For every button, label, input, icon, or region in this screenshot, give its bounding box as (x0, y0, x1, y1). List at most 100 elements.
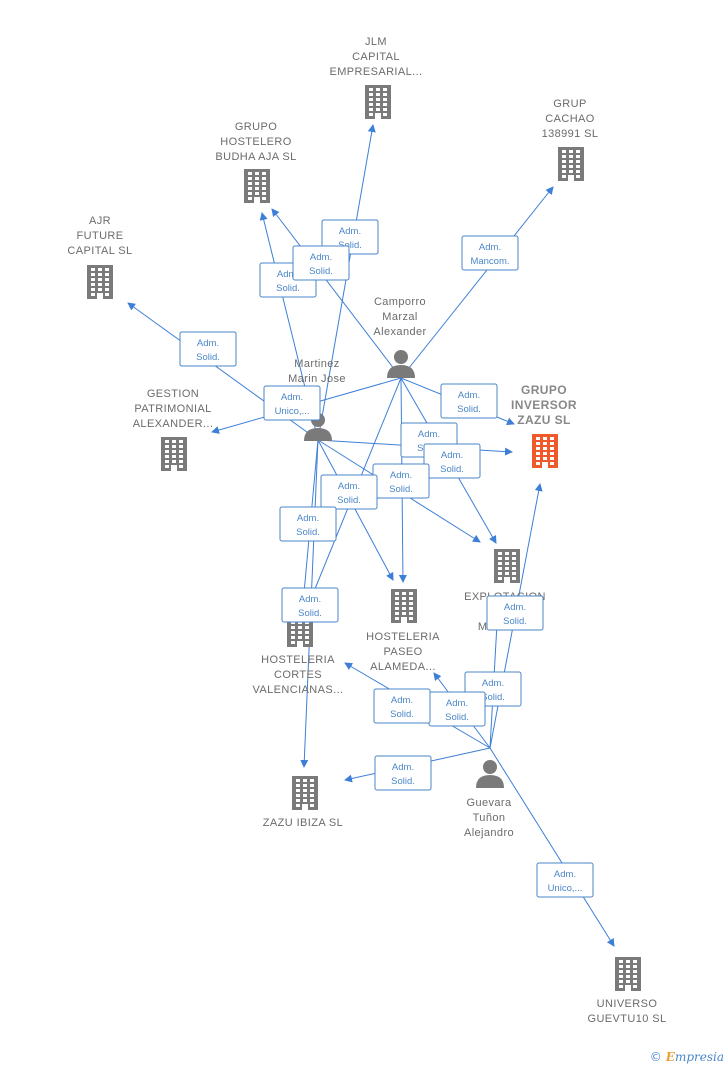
node-cortes[interactable]: HOSTELERIACORTESVALENCIANAS... (253, 613, 344, 696)
role-badge[interactable]: Adm.Solid. (428, 691, 486, 727)
badge-text: Solid. (196, 352, 220, 363)
node-label-line: INVERSOR (511, 398, 577, 412)
role-badge[interactable]: Adm. Solid. (373, 688, 431, 724)
badge-box (263, 385, 321, 421)
node-label-line: PASEO (383, 646, 422, 658)
badge-text: Adm. (299, 594, 321, 605)
node-ajr[interactable]: AJR FUTURE CAPITAL SL (67, 215, 132, 299)
edge-martinez-alameda (317, 439, 394, 581)
badge-box (279, 506, 337, 542)
badge-text: Adm. (391, 695, 413, 706)
badge-text: Adm. (441, 450, 463, 461)
node-ibiza[interactable]: ZAZU IBIZA SL (263, 776, 343, 829)
node-gestion[interactable]: GESTIONPATRIMONIALALEXANDER... (133, 388, 214, 471)
node-label-line: Alejandro (464, 827, 514, 839)
node-alameda[interactable]: HOSTELERIAPASEOALAMEDA... (366, 589, 440, 673)
node-label-line: Tuñon (473, 812, 506, 824)
node-label-line: CORTES (274, 669, 322, 681)
building-icon (615, 957, 641, 991)
node-label-line: GRUPO (521, 383, 567, 397)
node-label-line: HOSTELERO (220, 136, 291, 148)
edge-guevara-guevtu (489, 747, 615, 947)
node-label-line: FUTURE (76, 230, 123, 242)
badge-text: Solid. (337, 495, 361, 506)
role-badge[interactable]: Adm. Solid. (423, 443, 481, 479)
node-jlm[interactable]: JLMCAPITALEMPRESARIAL... (329, 36, 422, 119)
badge-box (536, 862, 594, 898)
badge-text: Solid. (298, 608, 322, 619)
badge-text: Solid. (445, 712, 469, 723)
role-badge[interactable]: Adm. Solid. (279, 506, 337, 542)
node-label-line: Martinez (294, 358, 339, 370)
building-icon (494, 549, 520, 583)
building-icon (391, 589, 417, 623)
node-label-line: GRUP (553, 98, 586, 110)
node-label-line: EMPRESARIAL... (329, 66, 422, 78)
badge-text: Adm. (310, 252, 332, 263)
building-icon (244, 169, 270, 203)
role-badge[interactable]: Adm. Unico,... (263, 385, 321, 421)
badge-box (179, 331, 237, 367)
brand-watermark[interactable]: ©Empresia (650, 1050, 724, 1064)
building-icon (558, 147, 584, 181)
role-badge[interactable]: Adm.Unico,... (536, 862, 594, 898)
badge-box (281, 587, 339, 623)
node-label-line: BUDHA AJA SL (215, 151, 296, 163)
edge-martinez-jlm (317, 124, 376, 441)
node-label-line: AJR (89, 215, 111, 227)
building-icon (292, 776, 318, 810)
badge-text: Adm. (390, 470, 412, 481)
node-label-line: HOSTELERIA (261, 654, 335, 666)
role-badge[interactable]: Adm.Solid. (292, 245, 350, 281)
role-badge[interactable]: Adm.Solid. (440, 383, 498, 419)
node-label-line: GRUPO (235, 121, 277, 133)
badge-text: Adm. (554, 869, 576, 880)
badge-box (374, 755, 432, 791)
badges-layer: Adm. Unico,... Adm.Mancom. Adm. Solid. Adm. So… (179, 219, 594, 898)
node-label-line: GESTION (147, 388, 199, 400)
badge-text: Adm. (458, 390, 480, 401)
edge-camporro-budha (271, 208, 402, 379)
badge-text: Solid. (391, 776, 415, 787)
node-label-line: Guevara (467, 797, 512, 809)
badge-box (440, 383, 498, 419)
edge-camporro-cachao (400, 186, 554, 379)
brand-name: mpresia (674, 1050, 724, 1064)
badge-box (320, 474, 378, 510)
node-label-line: 138991 SL (542, 128, 599, 140)
badge-text: Solid. (440, 464, 464, 475)
role-badge[interactable]: Adm. Solid. (179, 331, 237, 367)
badge-text: Adm. (197, 338, 219, 349)
role-badge[interactable]: Adm.Mancom. (461, 235, 519, 271)
badge-text: Adm. (338, 481, 360, 492)
node-label-line: Marzal (382, 311, 417, 323)
person-icon (476, 760, 504, 788)
node-label-line: ALEXANDER... (133, 418, 214, 430)
role-badge[interactable]: Adm.Solid. (486, 595, 544, 631)
node-label-line: JLM (365, 36, 387, 48)
badge-text: Solid. (390, 709, 414, 720)
badge-text: Solid. (296, 527, 320, 538)
badge-box (461, 235, 519, 271)
node-budha[interactable]: GRUPO HOSTELERO BUDHA AJA SL (215, 121, 296, 203)
badge-text: Unico,... (275, 406, 310, 417)
role-badge[interactable]: Adm. Solid. (281, 587, 339, 623)
badge-text: Adm. (281, 392, 303, 403)
brand-initial: E (665, 1050, 675, 1064)
badge-text: Solid. (503, 616, 527, 627)
badge-text: Solid. (276, 283, 300, 294)
role-badge[interactable]: Adm. Solid. (320, 474, 378, 510)
role-badge[interactable]: Adm.Solid. (372, 463, 430, 499)
node-label-line: CAPITAL SL (67, 245, 132, 257)
node-label-line: HOSTELERIA (366, 631, 440, 643)
role-badge[interactable]: Adm.Solid. (374, 755, 432, 791)
badge-box (423, 443, 481, 479)
building-icon (365, 85, 391, 119)
badge-text: Adm. (297, 513, 319, 524)
